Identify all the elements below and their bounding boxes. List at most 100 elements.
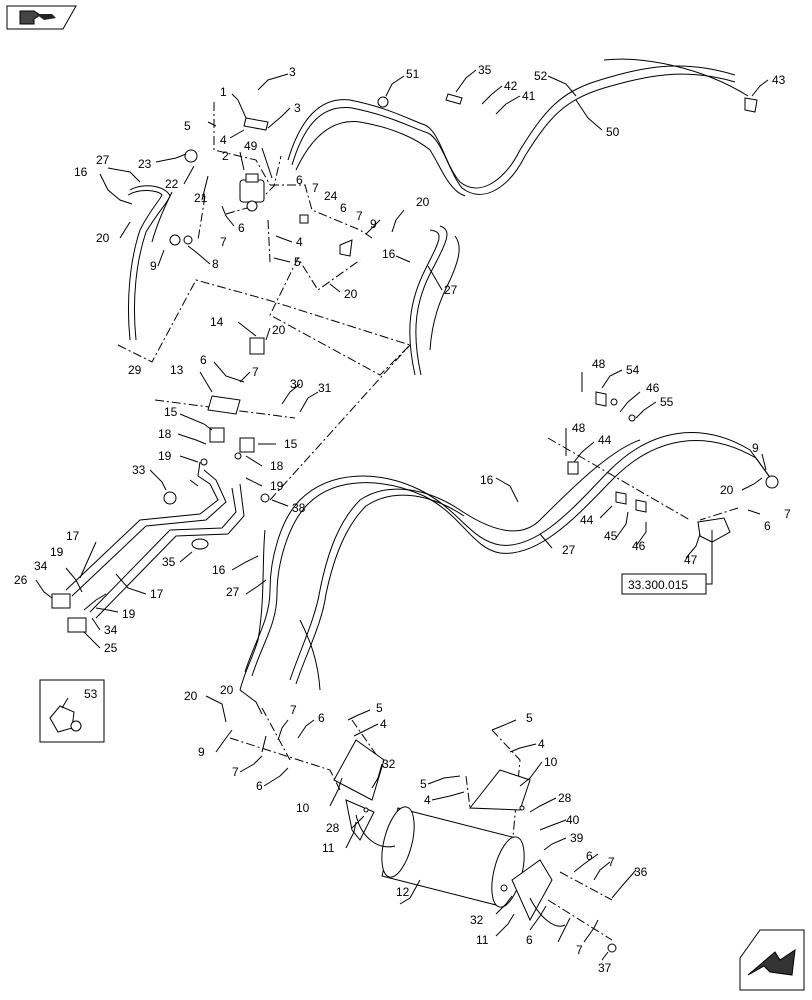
- label-27: 27: [96, 153, 110, 167]
- label-20: 20: [720, 483, 734, 497]
- hose-assembly-top: [287, 58, 749, 197]
- label-16: 16: [480, 473, 494, 487]
- label-9: 9: [752, 441, 759, 455]
- label-20: 20: [220, 683, 234, 697]
- view-direction-icon[interactable]: [6, 5, 77, 30]
- label-55: 55: [660, 395, 674, 409]
- callout-labels: 3 51 35 52 43 1 3 42 41 5 4 50 27 23 2 4…: [14, 63, 791, 975]
- label-18: 18: [270, 459, 284, 473]
- label-20: 20: [416, 195, 430, 209]
- label-4: 4: [538, 737, 545, 751]
- label-4: 4: [424, 793, 431, 807]
- label-28: 28: [326, 821, 340, 835]
- label-16: 16: [74, 165, 88, 179]
- label-38: 38: [292, 501, 306, 515]
- label-7: 7: [356, 209, 363, 223]
- label-20: 20: [184, 689, 198, 703]
- pipes-lower-left: [65, 461, 245, 619]
- label-6: 6: [586, 849, 593, 863]
- next-page-arrow-icon[interactable]: [739, 929, 805, 991]
- label-6: 6: [256, 779, 263, 793]
- label-29: 29: [128, 363, 142, 377]
- label-34: 34: [34, 559, 48, 573]
- label-5: 5: [526, 711, 533, 725]
- label-44: 44: [598, 433, 612, 447]
- label-4: 4: [296, 235, 303, 249]
- label-30: 30: [290, 377, 304, 391]
- label-7: 7: [232, 765, 239, 779]
- label-12: 12: [396, 885, 410, 899]
- label-13: 13: [170, 363, 184, 377]
- label-28: 28: [558, 791, 572, 805]
- label-47: 47: [684, 553, 698, 567]
- label-25: 25: [104, 641, 118, 655]
- hose-long-diagonal: [239, 432, 777, 691]
- label-19: 19: [270, 479, 284, 493]
- label-17: 17: [150, 587, 164, 601]
- label-6: 6: [764, 519, 771, 533]
- label-6: 6: [340, 201, 347, 215]
- label-24: 24: [324, 189, 338, 203]
- label-6: 6: [296, 173, 303, 187]
- label-34: 34: [104, 623, 118, 637]
- label-15: 15: [164, 405, 178, 419]
- label-45: 45: [604, 529, 618, 543]
- label-5: 5: [184, 119, 191, 133]
- label-27: 27: [226, 585, 240, 599]
- label-32: 32: [470, 913, 484, 927]
- reference-box[interactable]: 33.300.015: [621, 530, 713, 595]
- inset-part-53: [39, 679, 105, 743]
- label-27: 27: [562, 543, 576, 557]
- label-4: 4: [380, 717, 387, 731]
- label-48: 48: [572, 421, 586, 435]
- label-1: 1: [220, 85, 227, 99]
- label-7: 7: [576, 943, 583, 957]
- label-14: 14: [210, 315, 224, 329]
- label-9: 9: [150, 259, 157, 273]
- valve-assembly: [169, 93, 758, 257]
- label-46: 46: [632, 539, 646, 553]
- label-19: 19: [158, 449, 172, 463]
- label-42: 42: [504, 79, 518, 93]
- label-11: 11: [322, 841, 335, 855]
- label-6: 6: [200, 353, 207, 367]
- label-10: 10: [296, 801, 310, 815]
- label-40: 40: [566, 813, 580, 827]
- label-7: 7: [312, 181, 319, 195]
- label-5: 5: [294, 255, 301, 269]
- label-50: 50: [606, 125, 620, 139]
- label-35: 35: [162, 555, 176, 569]
- label-5: 5: [420, 777, 427, 791]
- label-16: 16: [212, 563, 226, 577]
- label-27: 27: [444, 283, 458, 297]
- label-36: 36: [634, 865, 648, 879]
- label-17: 17: [66, 529, 80, 543]
- label-35: 35: [478, 63, 492, 77]
- label-20: 20: [272, 323, 286, 337]
- label-16: 16: [382, 247, 396, 261]
- label-51: 51: [406, 67, 420, 81]
- label-32: 32: [382, 757, 396, 771]
- label-49: 49: [244, 139, 258, 153]
- label-37: 37: [598, 961, 612, 975]
- label-3: 3: [289, 65, 296, 79]
- right-hardware: [567, 391, 779, 543]
- label-41: 41: [522, 89, 536, 103]
- label-7: 7: [252, 365, 259, 379]
- label-19: 19: [50, 545, 64, 559]
- label-2: 2: [222, 149, 229, 163]
- air-tank: [333, 739, 617, 953]
- label-46: 46: [646, 381, 660, 395]
- label-39: 39: [570, 831, 584, 845]
- label-53: 53: [84, 687, 98, 701]
- label-9: 9: [198, 745, 205, 759]
- label-26: 26: [14, 573, 28, 587]
- leader-lines: [35, 69, 769, 961]
- dash-dot-lines: [117, 102, 739, 941]
- label-31: 31: [318, 381, 332, 395]
- label-7: 7: [784, 507, 791, 521]
- label-48: 48: [592, 357, 606, 371]
- label-18: 18: [158, 427, 172, 441]
- label-23: 23: [138, 157, 152, 171]
- label-43: 43: [772, 73, 786, 87]
